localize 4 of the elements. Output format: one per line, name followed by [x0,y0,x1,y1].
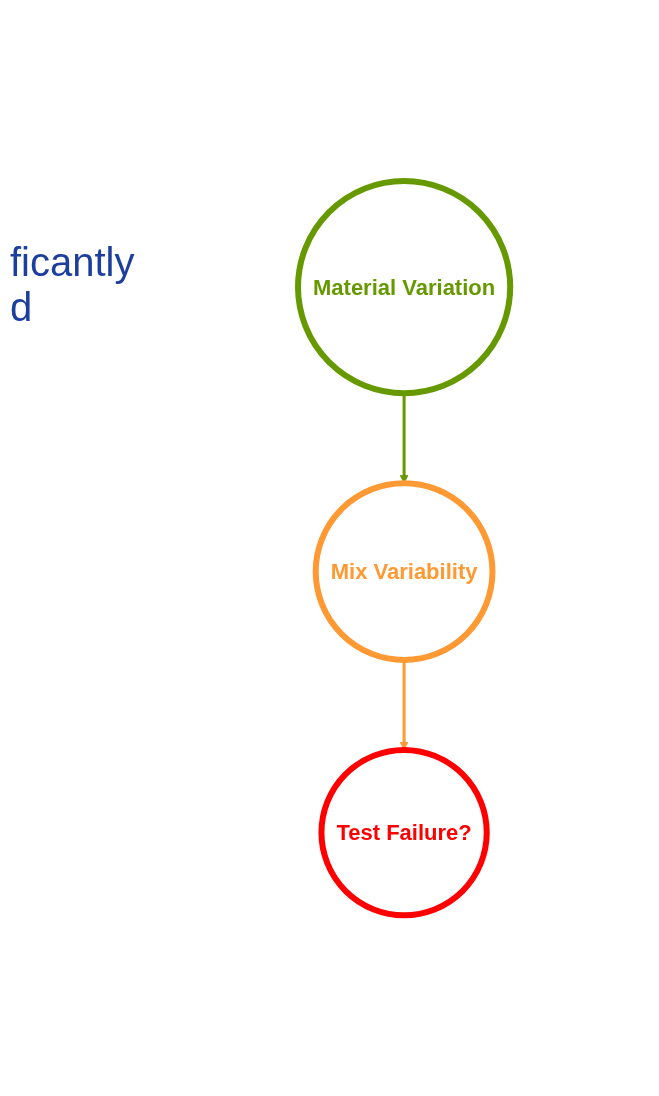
node-circle: Material Variation [295,177,514,397]
node-circle: Test Failure? [318,746,491,919]
node-circle: Mix Variability [313,480,496,663]
partial-heading-text: ficantly d [10,240,136,330]
